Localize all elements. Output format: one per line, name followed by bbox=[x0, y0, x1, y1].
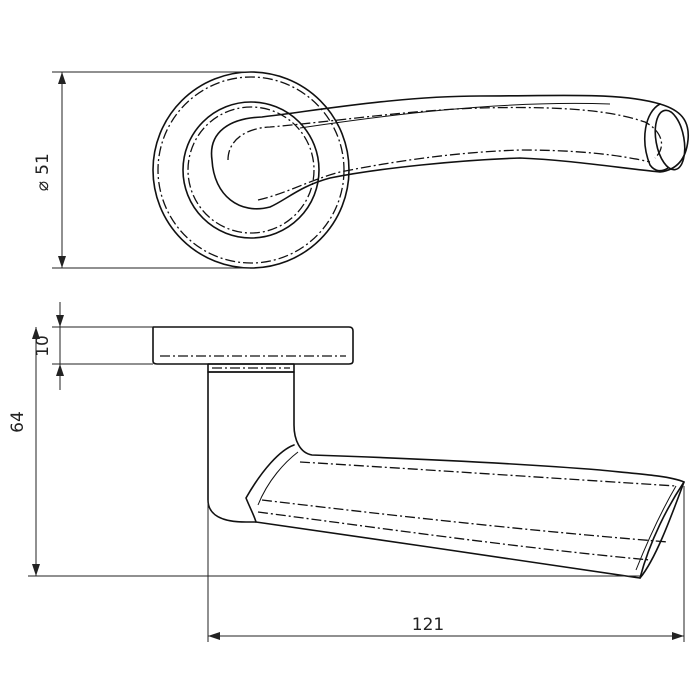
diameter-symbol: ⌀ bbox=[33, 181, 53, 191]
thickness-label: 10 bbox=[33, 335, 53, 357]
lever-end-face bbox=[644, 103, 669, 172]
thickness-arrow-top bbox=[56, 315, 64, 327]
rose-inner-circle bbox=[182, 101, 320, 239]
length-arrow-right bbox=[672, 632, 684, 640]
thickness-arrow-bottom bbox=[56, 364, 64, 376]
side-view: 10 64 121 bbox=[8, 302, 685, 642]
lever-side-upper-line bbox=[299, 461, 677, 487]
lever-side-lower-line bbox=[257, 511, 651, 561]
height-arrow-top bbox=[32, 327, 40, 339]
lever-end-ellipse bbox=[654, 109, 686, 171]
lever-top-lower-line bbox=[257, 149, 651, 201]
lever-top-centerline bbox=[227, 106, 663, 161]
lever-shank-bevel-inner bbox=[257, 451, 299, 506]
lever-top-ridge bbox=[299, 102, 611, 129]
lever-side-outline bbox=[207, 371, 685, 579]
lever-side-end-face-inner bbox=[635, 485, 677, 571]
diameter-arrow-top bbox=[58, 72, 66, 84]
lever-side-end-face bbox=[639, 481, 685, 579]
height-label: 64 bbox=[8, 411, 28, 433]
rose-inner-hidden-line bbox=[187, 106, 315, 234]
length-arrow-left bbox=[208, 632, 220, 640]
diameter-label: 51 bbox=[33, 153, 53, 175]
height-arrow-bottom bbox=[32, 564, 40, 576]
length-label: 121 bbox=[412, 615, 444, 635]
lever-side-centerline bbox=[261, 499, 669, 543]
rose-plate bbox=[152, 326, 354, 365]
lever-shank-bevel bbox=[245, 444, 295, 523]
diameter-arrow-bottom bbox=[58, 256, 66, 268]
lever-top-outline bbox=[210, 94, 689, 210]
top-view: ⌀ 51 bbox=[33, 71, 689, 269]
rose-outer-hidden-line bbox=[157, 76, 345, 264]
